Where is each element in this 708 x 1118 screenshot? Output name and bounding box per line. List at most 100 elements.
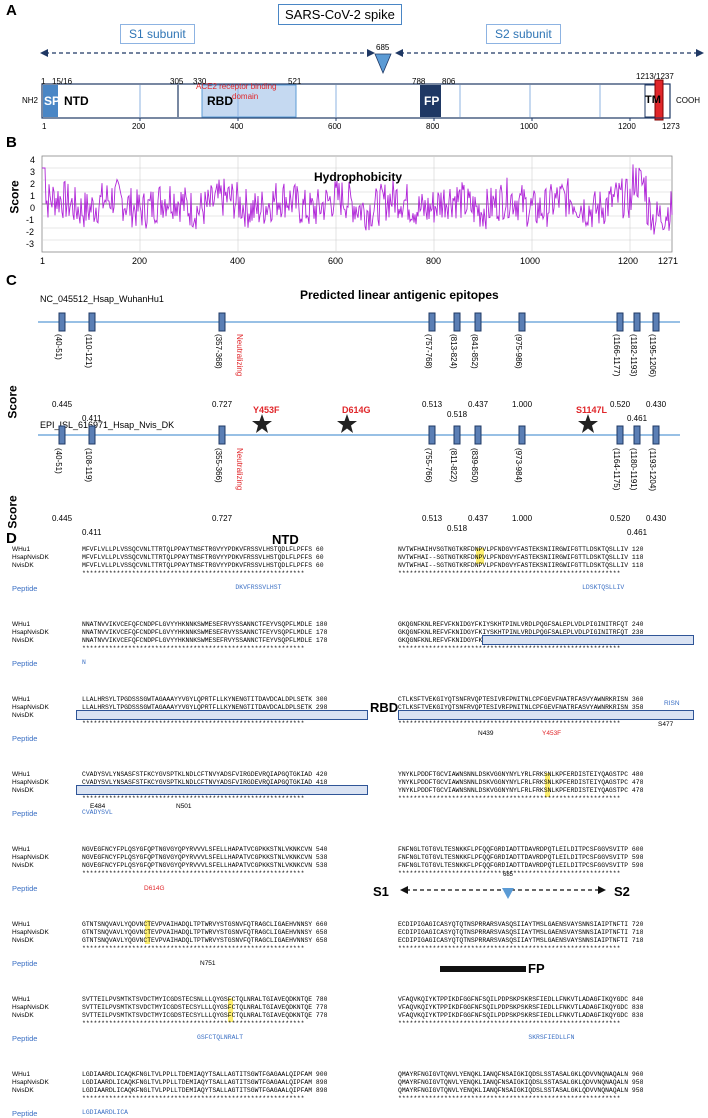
s2-subunit-label: S2 subunit [486, 24, 561, 44]
sequence-row: GKQGNFKNLREFVFKNIDGYFKIYSKHTPINLVRDLPQGF… [398, 629, 644, 636]
sequence-name: NvisDK [12, 637, 34, 644]
peptide-label: Peptide [12, 734, 38, 743]
epitope-range-label: (1182-1193) [629, 334, 638, 377]
s1-s2-arrow [400, 886, 606, 899]
sequence-row: ECDIPIGAGICASYQTQTNSPRRARSVASQSIIAYTMSLG… [398, 921, 644, 928]
epitope-score: 0.461 [627, 414, 648, 423]
epitope-box [453, 312, 461, 332]
epitope-box [58, 312, 66, 332]
peptide-sequence: CVADYSVL [82, 809, 113, 816]
b-ytick-3: 3 [30, 167, 36, 177]
sequence-row: LGDIAARDLICAQKFNGLTVLPPLLTDEMIAQYTSALLAG… [82, 1079, 328, 1086]
epitope-box [616, 312, 624, 332]
cleavage-685-d: 685 [503, 872, 514, 878]
peptide-label: Peptide [12, 659, 38, 668]
sequence-row: MFVFLVLLPLVSSQCVNLTTRTQLPPAYTNSFTRGVYYPD… [82, 554, 324, 561]
sequence-name: HsapNvisDK [12, 554, 49, 561]
ace2-label: ACE2 receptor binding [196, 82, 277, 91]
epitope-tracks [38, 312, 680, 445]
rbd-bar-4 [76, 785, 368, 795]
mark-risn: RISN [664, 700, 680, 707]
neutralizing-label: Neutralizing [235, 334, 244, 377]
s1-heading: S1 [373, 884, 389, 899]
epitope-box [474, 312, 482, 332]
s2-heading: S2 [614, 884, 630, 899]
b-ytick-0: 0 [30, 203, 36, 213]
epitope-range-label: (755-766) [424, 448, 433, 483]
sequence-row: YNYKLPDDFTGCVIAWNSNNLDSKVGGNYNYLFRLFRKSN… [398, 779, 644, 786]
epitope-box [633, 312, 641, 332]
rbd-heading: RBD [370, 700, 399, 715]
sequence-row: NNATNVVIKVCEFQFCNDPFLGVYYHKNNKSWMESEFRVY… [82, 621, 328, 628]
sequence-row: MFVFLVLLPLVSSQCVNLTTRTQLPPAYTNSFTRGVYYPD… [82, 546, 324, 553]
epitope-range-label: (357-368) [214, 334, 223, 369]
sequence-name: WHu1 [12, 546, 31, 553]
conservation-stars: ****************************************… [398, 1095, 621, 1102]
epitope-box [474, 425, 482, 445]
sequence-name: HsapNvisDK [12, 629, 49, 636]
tm-domain-label: TM [645, 94, 661, 106]
sequence-name: WHu1 [12, 921, 31, 928]
sequence-row: NVTWFHAI--SGTNGTKRFDNPVLPFNDGVYFASTEKSNI… [398, 562, 644, 569]
axis-a-800: 800 [426, 122, 440, 131]
epitope-box [453, 425, 461, 445]
sequence-name: NvisDK [12, 1087, 34, 1094]
sequence-row: NVTWFHAI--SGTNGTKRFDNPVLPFNDGVYFASTEKSNI… [398, 554, 644, 561]
sequence-row: FNFNGLTGTGVLTESNKKFLPFQQFGRDIADTTDAVRDPQ… [398, 854, 644, 861]
fp-domain-label: FP [424, 94, 440, 108]
mark-e484: E484 [90, 803, 106, 810]
conservation-stars: ****************************************… [82, 945, 305, 952]
epitope-score: 0.445 [52, 514, 73, 523]
epitope-score: 0.437 [468, 400, 489, 409]
epitope-box [616, 425, 624, 445]
sequence-row: YNYKLPDDFTGCVIAWNSNNLDSKVGGNYNYLYRLFRKSN… [398, 771, 644, 778]
epitope-range-label: (975-986) [514, 334, 523, 369]
epitope-range-label: (1166-1177) [612, 334, 621, 377]
sequence-name: HsapNvisDK [12, 1079, 49, 1086]
b-xtick-1000: 1000 [520, 256, 541, 266]
b-xtick-600: 600 [328, 256, 344, 266]
epitope-range-label: (973-984) [514, 448, 523, 483]
num-788: 788 [412, 77, 426, 86]
epitope-box [518, 425, 526, 445]
sequence-name: WHu1 [12, 846, 31, 853]
peptide-sequence: N [82, 659, 86, 666]
track1-label: NC_045512_Hsap_WuhanHu1 [40, 294, 164, 304]
track2-label: EPI_ISL_616971_Hsap_Nvis_DK [40, 420, 175, 430]
sequence-name: NvisDK [12, 937, 34, 944]
sequence-row: SVTTEILPVSMTKTSVDCTMYICGDSTECSNLLLQYGSFC… [82, 996, 328, 1003]
epitope-range-label: (110-121) [84, 334, 93, 369]
peptide-label: Peptide [12, 959, 38, 968]
epitope-range-label: (1195-1206) [648, 334, 657, 377]
axis-a-1: 1 [42, 122, 47, 131]
num-521: 521 [288, 77, 302, 86]
sequence-row: LGDIAARDLICAQKFNGLTVLPPLLTDEMIAQYTSALLAG… [82, 1071, 328, 1078]
sequence-row: GTNTSNQVAVLYQGVNCTEVPVAIHADQLTPTWRVYSTGS… [82, 929, 328, 936]
sequence-row: YNYKLPDDFTGCVIAWNSNNLDSKVGGNYNYLFRLFRKSN… [398, 787, 644, 794]
sequence-name: NvisDK [12, 562, 34, 569]
sequence-row: NVTWFHAIHVSGTNGTKRFDNPVLPFNDGVYFASTEKSNI… [398, 546, 644, 553]
neutralizing-label: Neutralizing [235, 448, 244, 491]
ace2-domain-label: domain [232, 92, 259, 101]
peptide-label: Peptide [12, 809, 38, 818]
sequence-row: FNFNGLTGTGVLTESNKKFLPFQQFGRDIADTTDAVRDPQ… [398, 846, 644, 853]
sequence-row: VFAQVKQIYKTPPIKDFGGFNFSQILPDPSKPSKRSFIED… [398, 1012, 644, 1019]
axis-a-600: 600 [328, 122, 342, 131]
sequence-name: WHu1 [12, 1071, 31, 1078]
cooh-label: COOH [676, 96, 700, 105]
epitope-box [652, 312, 660, 332]
sequence-row: FNFNGLTGTGVLTESNKKFLPFQQFGRDIADTTDAVRDPQ… [398, 862, 644, 869]
conservation-stars: ****************************************… [82, 795, 305, 802]
mutation-s1147l: S1147L [576, 405, 608, 415]
num-15-16: 15/16 [52, 77, 73, 86]
epitope-score: 0.411 [82, 414, 102, 423]
rbd-domain-label: RBD [207, 94, 233, 108]
sequence-row: LLALHRSYLTPGDSSSGWTAGAAAYYVGYLQPRTFLLKYN… [82, 696, 328, 703]
rbd-bar-2 [76, 710, 368, 720]
conservation-stars: ****************************************… [398, 570, 621, 577]
sequence-row: CVADYSVLYNSASFSTFKCYGVSPTKLNDLCFTNVYADSF… [82, 779, 328, 786]
mark-y453f: Y453F [542, 730, 562, 737]
b-ytick-m1: -1 [26, 215, 35, 225]
epitope-range-label: (1164-1175) [612, 448, 621, 491]
mutation-highlight [145, 920, 150, 944]
